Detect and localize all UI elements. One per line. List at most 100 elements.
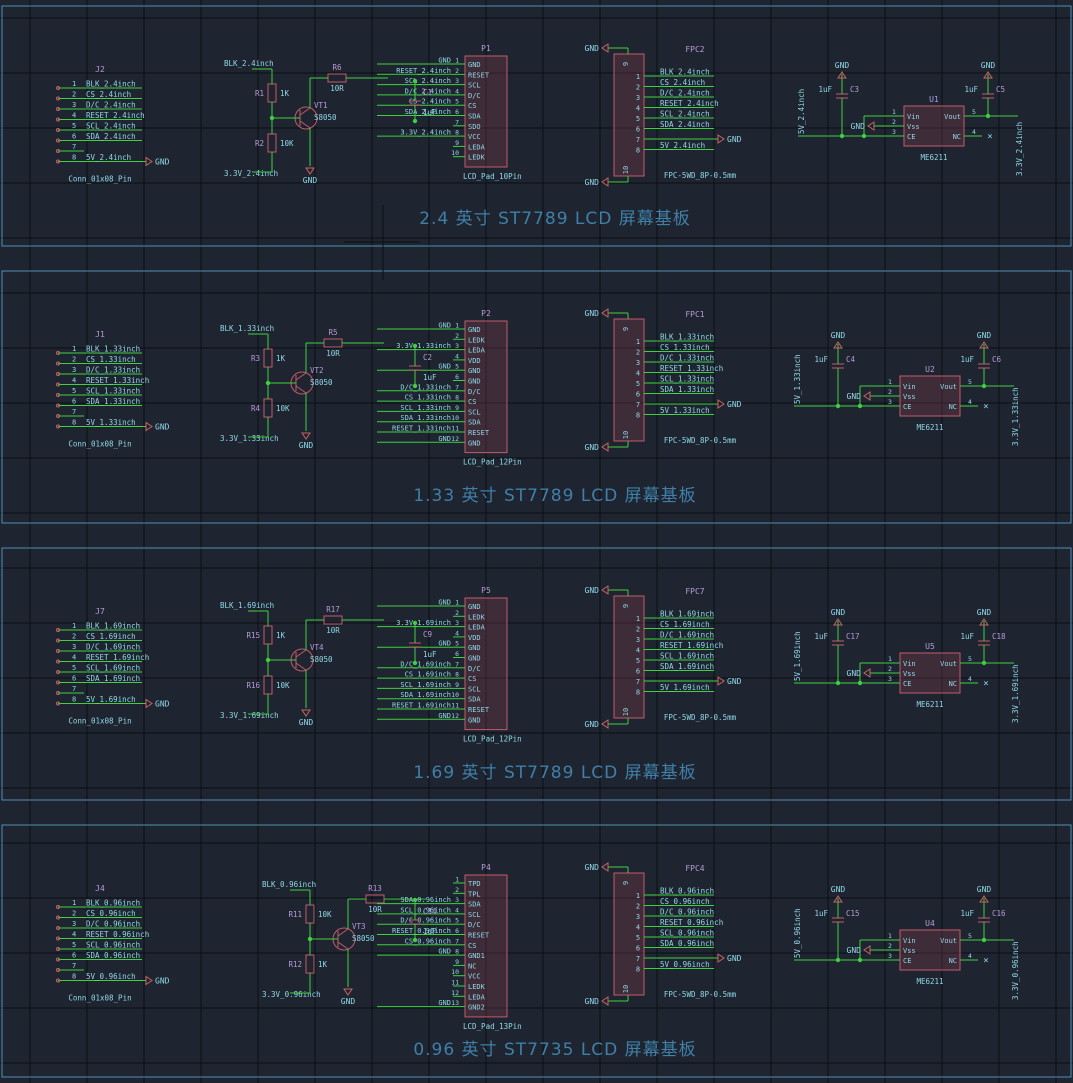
- capacitor-value: 1uF: [423, 927, 437, 936]
- connector-pin-number: 4: [72, 931, 76, 939]
- capacitor-ref: C16: [992, 909, 1006, 918]
- resistor-ref: R3: [251, 354, 260, 363]
- transistor-collector: [299, 107, 311, 116]
- fpc-pin-number: 4: [636, 370, 640, 378]
- pin-dot: [56, 638, 60, 643]
- ground-label: GND: [155, 700, 170, 709]
- ground-label: GND: [585, 863, 600, 872]
- fpc-pin-number: 1: [636, 892, 640, 900]
- lcd-pin-name: GND: [468, 326, 481, 334]
- fpc-net-label: SCL_1.33inch: [660, 375, 714, 384]
- connector-net-label: RESET_1.69inch: [86, 653, 149, 662]
- lcd-pin-name: SDO: [468, 123, 481, 131]
- lcd-pin-number: 3: [455, 77, 459, 85]
- ldo-pin-number: 4: [968, 952, 972, 960]
- ground-symbol: [601, 308, 609, 318]
- transistor-value: S8050: [314, 113, 337, 122]
- pin-dot: [56, 414, 60, 418]
- pin-dot: [56, 936, 60, 941]
- fpc-pin-number: 10: [622, 431, 630, 439]
- fpc-pin-number: 4: [636, 924, 640, 932]
- pin-dot: [56, 149, 60, 153]
- ground-flag: GND: [851, 121, 875, 131]
- fpc-pin-number: 9: [622, 881, 630, 885]
- connector-pin-number: 4: [72, 377, 76, 385]
- ldo-pin-name: Vin: [903, 937, 916, 945]
- connector-net-label: BLK_1.69inch: [86, 622, 140, 631]
- lcd-pin-number: 5: [455, 917, 459, 925]
- lcd-pin-name: D/C: [468, 921, 481, 929]
- ldo-pin-number: 5: [968, 655, 972, 663]
- lcd-pin-number: 7: [455, 660, 459, 668]
- lcd-pin-name: SCL: [468, 82, 481, 90]
- ground-symbol: [301, 432, 311, 440]
- capacitor-value: 1uF: [423, 108, 437, 117]
- fpc-value: FPC-5WD_8P-0.5mm: [664, 436, 737, 445]
- lcd-value: LCD_Pad_12Pin: [463, 735, 522, 744]
- lcd-pin-name: GND1: [468, 952, 485, 960]
- lcd-net-label: SDA_1.33inch: [400, 414, 451, 422]
- ldo-vout-label: 3.3V_1.69inch: [1011, 664, 1020, 723]
- ground-symbol: [837, 71, 847, 79]
- lcd-net-label: RESET_0.96inch: [392, 927, 451, 935]
- fpc-net-label: CS_2.4inch: [660, 78, 705, 87]
- ldo-ref: U2: [925, 365, 935, 374]
- ldo-pin-name: NC: [953, 133, 961, 141]
- connector-pin-number: 7: [72, 962, 76, 970]
- lcd-connector: P21GNDGND2LEDK3LEDA3.3V_1.33inch4VDD5GND…: [377, 309, 522, 467]
- ground-flag: GND: [585, 862, 609, 872]
- ground-flag: GND: [717, 134, 742, 144]
- lcd-pin-number: 7: [455, 937, 459, 945]
- resistor-ref: R4: [251, 404, 261, 413]
- transistor-ref: VT1: [314, 101, 328, 110]
- ldo-pin-name: Vout: [944, 113, 961, 121]
- lcd-value: LCD_Pad_10Pin: [463, 172, 522, 181]
- lcd-pin-name: D/C: [468, 665, 481, 673]
- lcd-pin-number: 8: [455, 948, 459, 956]
- ground-flag: GND: [831, 608, 845, 626]
- connector-net-label: SDA_0.96inch: [86, 951, 140, 960]
- lcd-pin-number: 4: [455, 352, 459, 360]
- fpc-connector: FPC7910GNDGND1BLK_1.69inch2CS_1.69inch3D…: [585, 585, 742, 729]
- lcd-pin-name: LEDK: [468, 613, 486, 621]
- fpc-ref: FPC2: [685, 45, 704, 54]
- connector-pin-number: 8: [72, 973, 76, 981]
- ground-label: GND: [585, 178, 600, 187]
- lcd-pin-number: 4: [455, 629, 459, 637]
- ldo-value: ME6211: [916, 700, 943, 709]
- fpc-pin-number: 4: [636, 105, 640, 113]
- resistor-ref: R6: [332, 63, 342, 72]
- fpc-net-label: SCL_0.96inch: [660, 929, 714, 938]
- lcd-value: LCD_Pad_12Pin: [463, 458, 522, 467]
- fpc-net-label: RESET_1.69inch: [660, 641, 723, 650]
- no-connect-icon: ×: [983, 956, 988, 966]
- fpc-body: [613, 595, 645, 719]
- fpc-pin-number: 1: [636, 615, 640, 623]
- ground-symbol: [305, 167, 315, 175]
- fpc-pin-number: 5: [636, 657, 640, 665]
- connector-net-label: SDA_2.4inch: [86, 132, 136, 141]
- lcd-pin-name: VCC: [468, 133, 481, 141]
- lcd-net-label: GND: [438, 322, 451, 330]
- connector-value: Conn_01x08_Pin: [68, 175, 131, 184]
- pin-dot: [56, 670, 60, 674]
- capacitor-ref: C17: [846, 632, 860, 641]
- ground-flag: GND: [717, 676, 742, 686]
- pin-dot: [56, 117, 60, 122]
- fpc-pin-number: 3: [636, 359, 640, 367]
- lcd-pin-name: GND: [468, 644, 481, 652]
- ground-label: GND: [727, 677, 742, 686]
- fpc-net-label: D/C_1.33inch: [660, 354, 714, 363]
- fpc-pin-number: 6: [636, 945, 640, 953]
- ground-flag: GND: [585, 308, 609, 318]
- ldo-pin-name: Vout: [940, 660, 957, 668]
- connector-pin-number: 6: [72, 675, 76, 683]
- panel-frame: [1, 5, 1072, 247]
- lcd-pin-name: RESET: [468, 71, 490, 79]
- lcd-pin-name: LEDA: [468, 347, 486, 355]
- pin-dot: [56, 649, 60, 653]
- ldo-pin-number: 5: [968, 378, 972, 386]
